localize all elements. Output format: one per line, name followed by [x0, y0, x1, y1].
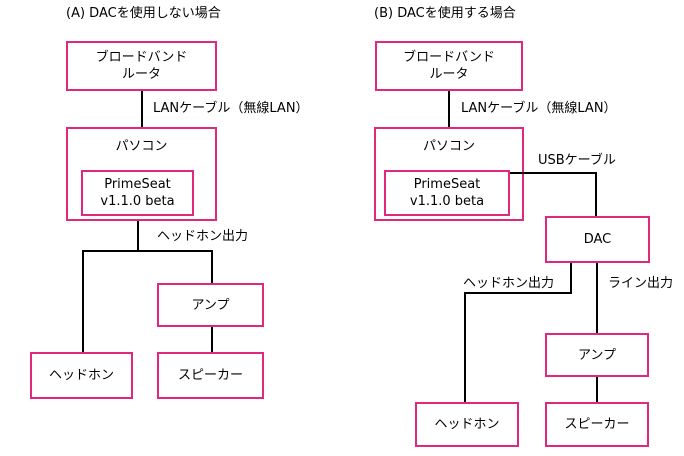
panel-a-app-box: PrimeSeat v1.1.0 beta: [81, 170, 194, 216]
panel-a-headphone-box: ヘッドホン: [30, 352, 133, 399]
panel-b-headphone-box: ヘッドホン: [415, 402, 519, 447]
panel-a-amp-connector: [211, 250, 213, 283]
panel-b-usb-line: [510, 172, 597, 174]
panel-b-line-out-label: ライン出力: [608, 276, 674, 291]
app-name: PrimeSeat: [104, 177, 171, 192]
app-version: v1.1.0 beta: [409, 194, 485, 209]
panel-a-lan-connector: [141, 91, 143, 127]
router-label-line1: ブロードバンド: [95, 50, 188, 65]
panel-a-branch-line: [82, 250, 213, 252]
panel-b-app-box: PrimeSeat v1.1.0 beta: [384, 170, 510, 216]
panel-b-headphone-out-drop: [570, 263, 572, 294]
panel-b-dac-box: DAC: [545, 216, 650, 263]
panel-b-amp-box: アンプ: [545, 333, 649, 377]
pc-label: パソコン: [115, 139, 168, 154]
dac-label: DAC: [583, 232, 612, 247]
panel-b-speaker-box: スピーカー: [545, 402, 649, 447]
router-label-line1: ブロードバンド: [403, 50, 495, 65]
panel-b-line-out-connector: [596, 263, 598, 333]
speaker-label: スピーカー: [177, 368, 243, 383]
panel-b-headphone-connector: [464, 292, 466, 402]
panel-a-speaker-connector: [211, 327, 213, 352]
amp-label: アンプ: [577, 347, 617, 363]
router-label-line2: ルータ: [121, 67, 161, 82]
amp-label: アンプ: [191, 297, 230, 313]
panel-b-speaker-connector: [596, 377, 598, 402]
app-version: v1.1.0 beta: [100, 194, 175, 209]
panel-a-title: (A) DACを使用しない場合: [66, 6, 221, 21]
panel-b-lan-connector: [448, 91, 450, 127]
pc-label: パソコン: [422, 139, 475, 154]
panel-a-headphone-connector: [82, 250, 84, 352]
panel-b-headphone-branch-line: [464, 292, 572, 294]
panel-a-amp-box: アンプ: [157, 283, 264, 327]
speaker-label: スピーカー: [564, 417, 630, 432]
panel-b-headphone-out-label: ヘッドホン出力: [463, 276, 555, 291]
panel-b-usb-drop: [595, 172, 597, 216]
panel-b-usb-label: USBケーブル: [538, 153, 616, 168]
panel-a-headphone-out-label: ヘッドホン出力: [157, 229, 249, 244]
panel-b-title: (B) DACを使用する場合: [374, 6, 516, 21]
panel-b-lan-label: LANケーブル（無線LAN）: [461, 101, 617, 116]
panel-a-output-connector: [137, 221, 139, 251]
router-label-line2: ルータ: [429, 67, 469, 82]
headphone-label: ヘッドホン: [434, 417, 500, 432]
panel-b-router-box: ブロードバンド ルータ: [375, 41, 523, 91]
panel-a-lan-label: LANケーブル（無線LAN）: [153, 101, 309, 116]
app-name: PrimeSeat: [413, 177, 481, 192]
panel-a-router-box: ブロードバンド ルータ: [66, 41, 217, 91]
panel-a-speaker-box: スピーカー: [157, 352, 264, 399]
headphone-label: ヘッドホン: [48, 368, 114, 383]
